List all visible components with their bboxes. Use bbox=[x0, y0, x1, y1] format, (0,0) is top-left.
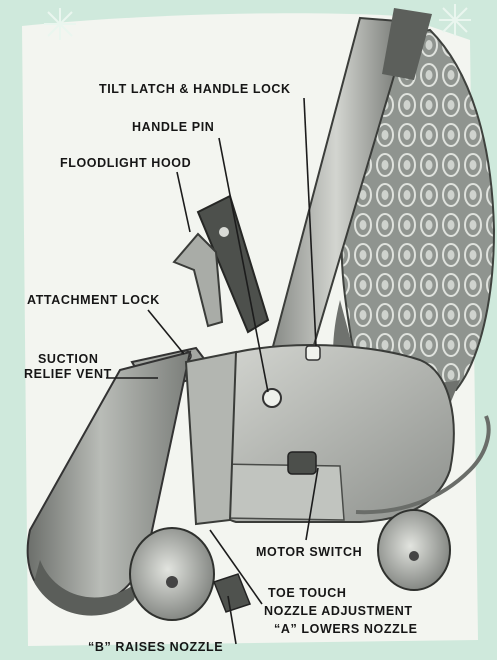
label-handle-pin: HANDLE PIN bbox=[132, 120, 214, 135]
bracket-rivet bbox=[219, 227, 229, 237]
label-attachment-lock: ATTACHMENT LOCK bbox=[27, 293, 160, 308]
switch-panel bbox=[220, 464, 344, 520]
label-suction-line1: SUCTION bbox=[24, 352, 112, 367]
label-motor-switch: MOTOR SWITCH bbox=[256, 545, 362, 560]
label-toe-touch: TOE TOUCH NOZZLE ADJUSTMENT “A” LOWERS N… bbox=[264, 584, 418, 638]
label-b-raises-nozzle: “B” RAISES NOZZLE bbox=[88, 640, 223, 655]
label-suction-line2: RELIEF VENT bbox=[24, 367, 112, 382]
label-tilt-latch: TILT LATCH & HANDLE LOCK bbox=[99, 82, 291, 97]
handle-pin bbox=[263, 389, 281, 407]
label-suction-relief-vent: SUCTION RELIEF VENT bbox=[24, 352, 112, 382]
front-wheel bbox=[130, 528, 214, 620]
label-toe-touch-line1: TOE TOUCH bbox=[264, 584, 418, 602]
label-toe-touch-line3: “A” LOWERS NOZZLE bbox=[264, 620, 418, 638]
tilt-latch bbox=[306, 346, 320, 360]
label-floodlight-hood: FLOODLIGHT HOOD bbox=[60, 156, 191, 171]
label-toe-touch-line2: NOZZLE ADJUSTMENT bbox=[264, 602, 418, 620]
nozzle-neck bbox=[186, 352, 236, 524]
motor-switch-knob bbox=[288, 452, 316, 474]
rear-wheel bbox=[378, 510, 450, 590]
